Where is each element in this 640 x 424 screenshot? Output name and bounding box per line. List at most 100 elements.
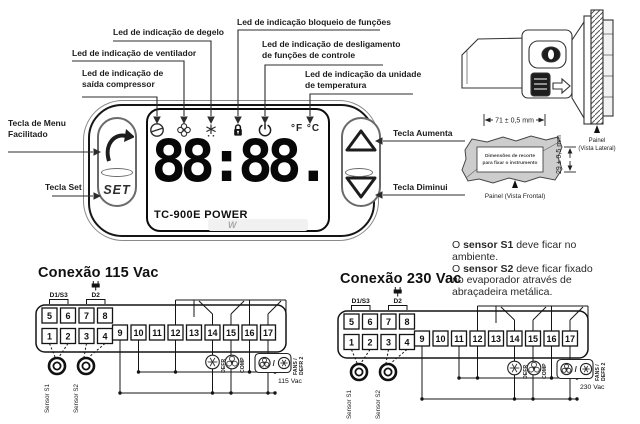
terminal-number: 15 bbox=[226, 328, 236, 338]
terminal-number: 12 bbox=[170, 328, 180, 338]
sensor-s2-label: Sensor S2 bbox=[73, 384, 80, 413]
terminal-number: 12 bbox=[472, 334, 482, 344]
label-led-bloqueio: Led de indicação bloqueio de funções bbox=[237, 17, 391, 27]
up-arrow-key-icon bbox=[345, 129, 377, 152]
note-text-bold: sensor S2 bbox=[463, 262, 514, 275]
sensor-s1-bulb bbox=[349, 362, 369, 382]
terminal-number: 16 bbox=[546, 334, 556, 344]
terminal-box bbox=[111, 324, 129, 341]
wire bbox=[209, 357, 216, 367]
label-led-desligamento: Led de indicação de desligamento de funç… bbox=[262, 39, 401, 60]
left-key-divider bbox=[101, 168, 133, 177]
terminal-box bbox=[413, 330, 431, 347]
wire bbox=[360, 349, 371, 364]
terminal-number: 10 bbox=[133, 328, 143, 338]
wire bbox=[500, 306, 515, 321]
terminal-box bbox=[543, 330, 560, 347]
load-divider: / bbox=[575, 365, 578, 374]
terminal-box bbox=[241, 324, 258, 341]
terminal-box bbox=[361, 313, 379, 330]
connection-title-230: Conexão 230 Vac bbox=[340, 271, 462, 287]
terminal-number: 6 bbox=[367, 317, 372, 327]
terminal-box bbox=[259, 324, 277, 341]
terminal-box bbox=[148, 324, 166, 341]
terminal-box bbox=[469, 330, 486, 347]
wire bbox=[267, 300, 282, 315]
terminal-box bbox=[432, 330, 449, 347]
mains-voltage-label: 115 Vac bbox=[278, 378, 303, 385]
controller-side-view bbox=[461, 9, 614, 125]
terminal-box bbox=[450, 330, 468, 347]
terminal-number: 6 bbox=[65, 311, 70, 321]
terminal-number: 5 bbox=[349, 317, 354, 327]
terminal-number: 1 bbox=[47, 332, 52, 342]
seven-segment-display: 88:88. bbox=[151, 127, 331, 195]
label-tecla-menu: Tecla de Menu Facilitado bbox=[8, 118, 66, 139]
connection-title-115: Conexão 115 Vac bbox=[38, 265, 159, 281]
lock-icon bbox=[234, 124, 242, 136]
terminal-box bbox=[561, 330, 579, 347]
height-dimension-label: 29 ± 0,5 mm bbox=[556, 135, 563, 174]
terminal-number: 11 bbox=[454, 334, 464, 344]
wire bbox=[88, 343, 106, 358]
jumper-plug-icon bbox=[91, 283, 100, 288]
wire bbox=[511, 363, 518, 373]
set-key: SET bbox=[103, 183, 131, 197]
display-bezel bbox=[146, 108, 330, 232]
cutout-note: Dimensões de recorte bbox=[485, 153, 535, 159]
digital-input-label: D2 bbox=[394, 298, 403, 305]
terminal-box bbox=[130, 324, 147, 341]
terminal-number: 8 bbox=[102, 311, 107, 321]
load-divider: / bbox=[273, 359, 276, 368]
down-arrow-key-icon bbox=[345, 176, 377, 199]
terminal-number: 11 bbox=[152, 328, 162, 338]
sensor-s2-label: Sensor S2 bbox=[375, 390, 382, 419]
wire bbox=[583, 365, 589, 373]
wire bbox=[58, 343, 69, 358]
terminal-box bbox=[343, 313, 360, 330]
left-keys-capsule bbox=[97, 117, 137, 207]
digital-input-label: D1/S3 bbox=[352, 298, 370, 305]
width-dimension: 71 ± 0,5 mm bbox=[483, 114, 546, 126]
width-dimension-label: 71 ± 0,5 mm bbox=[495, 118, 534, 125]
note-text: O bbox=[452, 239, 464, 251]
wire bbox=[198, 300, 213, 315]
mains-voltage-label: 230 Vac bbox=[580, 384, 605, 391]
terminal-number: 17 bbox=[263, 328, 273, 338]
terminal-number: 9 bbox=[419, 334, 424, 344]
panel-cutout-front: Dimensões de recorte para fixar o instru… bbox=[461, 135, 563, 184]
terminal-number: 9 bbox=[117, 328, 122, 338]
wire bbox=[569, 306, 584, 321]
panel-front-label: Painel (Vista Frontal) bbox=[485, 193, 546, 200]
terminal-number: 3 bbox=[84, 332, 89, 342]
terminal-box bbox=[398, 313, 416, 330]
digital-input-label: D2 bbox=[92, 292, 101, 299]
terminal-number: 4 bbox=[404, 338, 409, 348]
label-led-degelo: Led de indicação de degelo bbox=[113, 27, 224, 37]
logo-area bbox=[208, 219, 308, 231]
terminal-number: 13 bbox=[491, 334, 501, 344]
terminal-box bbox=[78, 307, 95, 324]
terminal-box bbox=[96, 307, 114, 324]
terminal-number: 14 bbox=[509, 334, 519, 344]
label-tecla-set: Tecla Set bbox=[45, 182, 82, 192]
terminal-number: 3 bbox=[386, 338, 391, 348]
jumper-plug-icon bbox=[393, 289, 402, 294]
wire bbox=[390, 349, 408, 364]
terminal-number: 14 bbox=[207, 328, 217, 338]
load-label-fans-defr2: FANS /DEFR 2 bbox=[595, 362, 607, 381]
terminal-number: 16 bbox=[244, 328, 254, 338]
terminal-number: 7 bbox=[386, 317, 391, 327]
digital-input-label: D1/S3 bbox=[50, 292, 68, 299]
mounting-illustration: Painel (Vista Lateral) 71 ± 0,5 mm Dimen… bbox=[461, 9, 616, 200]
panel-side-label: Painel bbox=[589, 138, 606, 144]
model-label: TC-900E POWER bbox=[154, 209, 248, 221]
wire bbox=[230, 300, 245, 315]
load-label-fans-defr2: FANS /DEFR 2 bbox=[293, 356, 305, 375]
note-text: deve ficar no ambiente. O bbox=[452, 239, 577, 275]
note-text: deve ficar fixado no evaporador através … bbox=[452, 262, 593, 299]
